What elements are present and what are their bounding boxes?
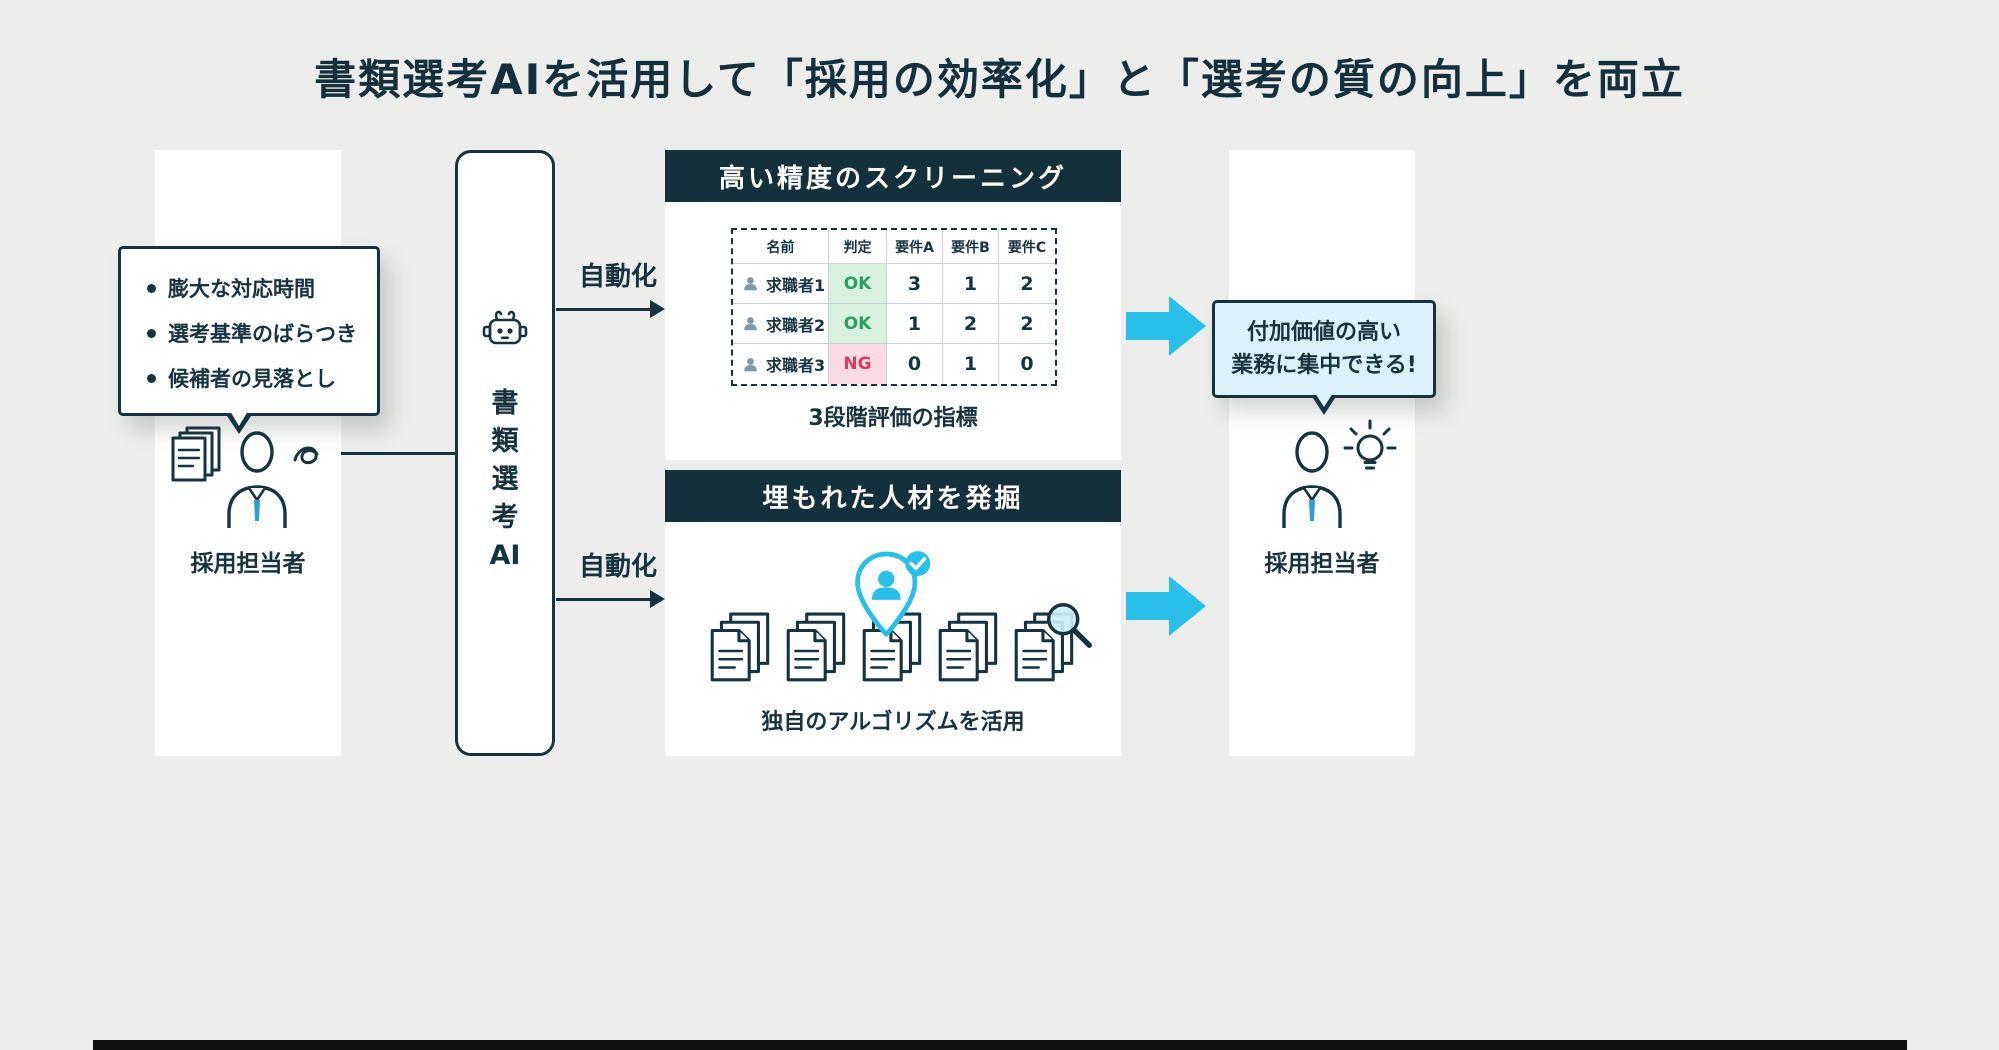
page-title: 書類選考AIを活用して「採用の効率化」と「選考の質の向上」を両立 bbox=[314, 55, 1685, 104]
person-glyph-icon bbox=[744, 317, 757, 331]
column-header: 判定 bbox=[829, 230, 887, 264]
benefit-bubble: 付加価値の高い 業務に集中できる! bbox=[1212, 300, 1436, 398]
table-row-name: 求職者1 bbox=[733, 264, 829, 304]
flow-arrow-right-icon bbox=[1126, 576, 1206, 636]
check-badge-icon bbox=[905, 551, 931, 576]
document-stack-icon bbox=[938, 612, 1002, 688]
score-cell: 1 bbox=[887, 304, 943, 344]
ai-label-char: 類 bbox=[491, 426, 519, 457]
pain-point-item: 候補者の見落とし bbox=[147, 363, 353, 393]
column-header: 要件C bbox=[999, 230, 1055, 264]
automation-arrow-line-bottom bbox=[556, 598, 651, 601]
document-stack-icon bbox=[786, 612, 850, 688]
recruiter-with-idea-icon bbox=[1282, 419, 1397, 528]
screening-caption: 3段階評価の指標 bbox=[808, 406, 978, 431]
judgment-cell: NG bbox=[829, 344, 887, 384]
automation-label-bottom: 自動化 bbox=[578, 552, 657, 582]
document-stack-icon bbox=[710, 612, 774, 688]
judgment-cell: OK bbox=[829, 304, 887, 344]
flow-arrow-right-icon bbox=[1126, 296, 1206, 356]
bullet-dot-icon bbox=[147, 373, 156, 383]
screening-panel-header: 高い精度のスクリーニング bbox=[665, 150, 1121, 202]
pain-point-text: 膨大な対応時間 bbox=[168, 277, 315, 301]
bottom-strip bbox=[93, 1040, 1907, 1050]
right-actor-label: 採用担当者 bbox=[1264, 551, 1380, 577]
pain-point-item: 膨大な対応時間 bbox=[147, 273, 353, 303]
screening-ai-box bbox=[455, 150, 555, 756]
score-cell: 1 bbox=[943, 344, 999, 384]
pain-point-item: 選考基準のばらつき bbox=[147, 318, 357, 348]
automation-arrow-line-top bbox=[556, 308, 651, 311]
score-cell: 2 bbox=[999, 264, 1055, 304]
talent-panel-header: 埋もれた人材を発掘 bbox=[665, 470, 1121, 522]
automation-label-top: 自動化 bbox=[578, 262, 657, 292]
score-cell: 0 bbox=[887, 344, 943, 384]
benefit-text-line: 業務に集中できる! bbox=[1231, 353, 1417, 378]
benefit-text-line: 付加価値の高い bbox=[1246, 320, 1401, 345]
applicant-name: 求職者2 bbox=[766, 315, 826, 335]
ai-box-vertical-label: 書 類 選 考 AI bbox=[455, 385, 555, 575]
talent-pin-icon bbox=[855, 551, 931, 637]
ai-label-char: 書 bbox=[491, 388, 519, 419]
ai-label-char: 考 bbox=[491, 502, 519, 533]
table-row-name: 求職者3 bbox=[733, 344, 829, 384]
pain-points-bubble: 膨大な対応時間 選考基準のばらつき 候補者の見落とし bbox=[118, 246, 380, 434]
evaluation-table: 名前 判定 要件A 要件B 要件C 求職者1 OK 3 1 2 求職者2 OK … bbox=[731, 228, 1057, 386]
magnifier-icon bbox=[1046, 602, 1092, 648]
score-cell: 3 bbox=[887, 264, 943, 304]
score-cell: 1 bbox=[943, 264, 999, 304]
talent-caption: 独自のアルゴリズムを活用 bbox=[761, 710, 1025, 735]
arrowhead-icon bbox=[650, 590, 665, 608]
score-cell: 2 bbox=[999, 304, 1055, 344]
column-header: 名前 bbox=[733, 230, 829, 264]
column-header: 要件A bbox=[887, 230, 943, 264]
table-row-name: 求職者2 bbox=[733, 304, 829, 344]
applicant-name: 求職者3 bbox=[766, 356, 826, 375]
person-glyph-icon bbox=[744, 277, 757, 291]
score-cell: 0 bbox=[1020, 353, 1034, 375]
bullet-dot-icon bbox=[147, 283, 156, 293]
robot-icon bbox=[482, 310, 528, 345]
column-header: 要件B bbox=[943, 230, 999, 264]
bullet-dot-icon bbox=[147, 328, 156, 338]
person-glyph-icon bbox=[744, 357, 757, 371]
pain-point-text: 選考基準のばらつき bbox=[168, 322, 357, 346]
lightbulb-icon bbox=[1343, 419, 1397, 470]
judgment-cell: OK bbox=[829, 264, 887, 304]
connector-line bbox=[341, 452, 455, 455]
confusion-scribble-icon bbox=[293, 446, 319, 465]
applicant-name: 求職者1 bbox=[766, 275, 826, 295]
recruiter-with-documents-icon bbox=[171, 426, 319, 528]
arrowhead-icon bbox=[650, 300, 665, 318]
pain-point-text: 候補者の見落とし bbox=[168, 367, 336, 391]
left-actor-label: 採用担当者 bbox=[190, 551, 306, 577]
score-cell: 2 bbox=[943, 304, 999, 344]
ai-label-char: AI bbox=[489, 540, 521, 571]
ai-label-char: 選 bbox=[491, 464, 519, 495]
